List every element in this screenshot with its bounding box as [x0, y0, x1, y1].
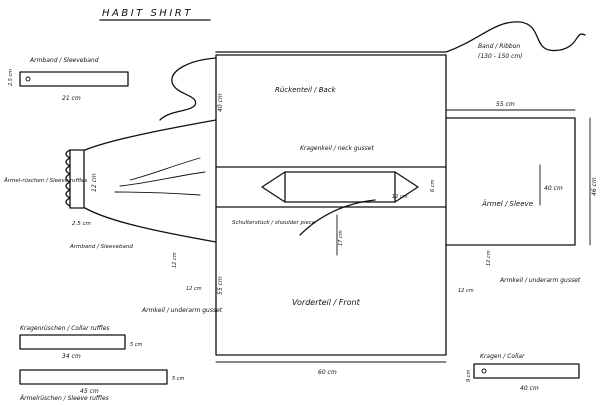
label-sleeveband-side: Armband / Sleeveband	[69, 244, 133, 250]
sleeve-ruffle-piece	[19, 369, 168, 385]
ribbon	[445, 21, 586, 53]
dim-band-len: 21 cm	[62, 95, 81, 102]
dim-ruffle-h: 12 cm	[91, 173, 98, 192]
dim-band-h: 2.5 cm	[8, 69, 14, 86]
dim-collar-ruffle-len: 34 cm	[62, 353, 81, 360]
label-ribbon-length: (130 - 150 cm)	[478, 53, 523, 60]
diagram-title: HABIT SHIRT	[102, 8, 193, 19]
dim-ug-right-b: 12 cm	[458, 288, 474, 294]
dim-band-w2: 2.5 cm	[72, 221, 91, 227]
label-ribbon: Band / Ribbon	[478, 43, 520, 50]
label-sleeve-ruffles-side: Ärmel-rüschen / Sleeve ruffles	[3, 177, 87, 184]
dim-body-lower: 55 cm	[217, 276, 224, 295]
dim-sleeve-inner: 40 cm	[544, 185, 563, 192]
dim-sleeve-ruffle-h: 5 cm	[172, 376, 185, 382]
label-sleeve: Ärmel / Sleeve	[481, 199, 533, 208]
label-sleeveband-top: Armband / Sleeveband	[29, 57, 99, 64]
dim-body-width: 60 cm	[318, 369, 337, 376]
label-underarm-gusset-right: Armkeil / underarm gusset	[499, 277, 581, 284]
body-piece	[215, 51, 447, 356]
dim-collar-ruffle-h: 5 cm	[130, 342, 143, 348]
dim-sleeve-ruffle-len: 45 cm	[80, 388, 99, 395]
label-back: Rückenteil / Back	[275, 86, 337, 94]
dim-shoulder-len: 17 cm	[338, 230, 344, 246]
label-shoulder-piece: Schulterstück / shoulder piece	[232, 220, 316, 226]
dim-ug-left-b: 12 cm	[186, 286, 202, 292]
label-front: Vorderteil / Front	[292, 298, 361, 307]
dim-collar-len: 40 cm	[520, 385, 539, 392]
dim-sleeve-height: 46 cm	[591, 177, 598, 196]
dim-gusset-small: 12 cm	[392, 194, 408, 200]
gathered-sleeve	[65, 119, 217, 243]
label-collar-ruffles: Kragenrüschen / Collar ruffles	[20, 325, 110, 332]
label-collar: Kragen / Collar	[480, 353, 525, 360]
dim-ug-left-a: 12 cm	[172, 252, 178, 268]
collar-piece	[473, 363, 580, 379]
label-underarm-gusset-left: Armkeil / underarm gusset	[141, 307, 223, 314]
label-neck-gusset: Kragenkeil / neck gusset	[300, 145, 374, 152]
sleeveband-top-piece	[19, 71, 129, 87]
dim-gusset-side: 6 cm	[430, 179, 436, 192]
dim-sleeve-len: 55 cm	[496, 101, 515, 108]
label-sleeve-ruffles-bottom: Ärmelrüschen / Sleeve ruffles	[19, 395, 109, 402]
dim-ug-right-a: 12 cm	[486, 250, 492, 266]
sleeve-piece	[445, 109, 591, 246]
dim-collar-h: 9 cm	[466, 369, 472, 382]
collar-ruffle-piece	[19, 334, 126, 350]
dim-body-upper: 40 cm	[217, 93, 224, 112]
